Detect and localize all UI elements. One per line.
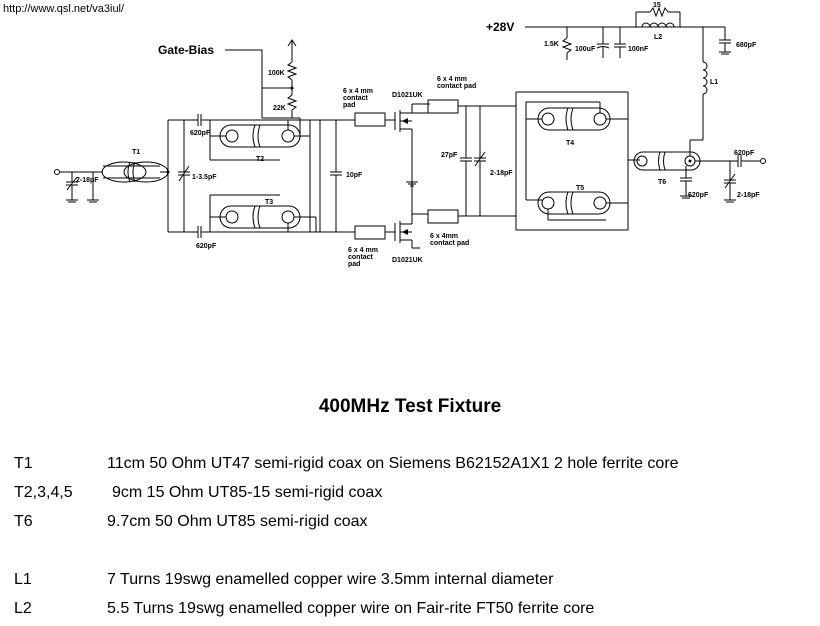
label-t4: T4 <box>566 140 574 147</box>
figure-title: 400MHz Test Fixture <box>318 396 502 417</box>
label-pad-bottom-right-1: 6 x 4mm <box>430 233 458 240</box>
spec-text: 9.7cm 50 Ohm UT85 semi-rigid coax <box>107 513 368 530</box>
label-2-18pf-mid: 2-18pF <box>490 170 513 177</box>
label-620pf-top: 620pF <box>190 130 211 137</box>
transformer-t3 <box>209 194 316 232</box>
cap-100uf <box>596 27 610 58</box>
spec-text: 9cm 15 Ohm UT85-15 semi-rigid coax <box>112 484 383 501</box>
resistor-100k <box>286 61 298 81</box>
contact-pad-bottom-right <box>427 209 459 224</box>
trimmer-cap-1-3-5pf <box>178 120 190 232</box>
supply-voltage-label: +28V <box>486 20 514 34</box>
label-pad-top-right-1: 6 x 4 mm <box>437 76 467 83</box>
transformer-t5 <box>526 191 611 221</box>
label-pad-bottom-left-3: pad <box>348 261 360 268</box>
label-pad-top-left-3: pad <box>343 102 355 109</box>
label-2-18pf-input: 2-18pF <box>76 177 99 184</box>
output-terminal <box>760 158 766 164</box>
label-10pf: 10pF <box>346 172 363 179</box>
spec-id: L2 <box>14 600 32 617</box>
label-t6: T6 <box>658 179 666 186</box>
label-2-18pf-output: 2-18pF <box>737 192 760 199</box>
trimmer-cap-2-18pf-mid <box>474 106 486 216</box>
contact-pad-top-left <box>354 112 386 127</box>
label-pad-top-left-2: contact <box>343 95 369 102</box>
cap-27pf <box>460 106 472 216</box>
label-d1021uk-top: D1021UK <box>392 92 423 99</box>
label-t3: T3 <box>265 199 273 206</box>
cap-620pf-top <box>197 114 202 126</box>
label-pad-top-left-1: 6 x 4 mm <box>343 88 373 95</box>
spec-id: T1 <box>14 455 33 472</box>
label-pad-bottom-left-2: contact <box>348 254 374 261</box>
label-15: 15 <box>653 2 661 9</box>
contact-pad-top-right <box>427 99 459 114</box>
schematic-diagram: Gate-Bias <box>54 2 766 268</box>
label-620pf-shunt: 620pF <box>688 192 709 199</box>
spec-id: T6 <box>14 513 33 530</box>
spec-id: T2,3,4,5 <box>14 484 73 501</box>
label-pad-bottom-right-2: contact pad <box>430 240 469 247</box>
label-27pf: 27pF <box>441 152 458 159</box>
label-680pf: 680pF <box>736 42 757 49</box>
cap-680pf <box>719 27 731 55</box>
label-l1: L1 <box>710 79 718 86</box>
resistor-15 <box>649 6 669 18</box>
trimmer-cap-input <box>66 172 78 203</box>
gate-bias-label: Gate-Bias <box>158 43 214 57</box>
label-l2: L2 <box>654 34 662 41</box>
label-100uf: 100uF <box>575 46 596 53</box>
contact-pad-bottom-left <box>354 225 386 240</box>
label-t5: T5 <box>576 185 584 192</box>
spec-id: L1 <box>14 571 32 588</box>
spec-text: 7 Turns 19swg enamelled copper wire 3.5m… <box>107 571 554 588</box>
mosfet-top <box>394 104 413 140</box>
label-d1021uk-bottom: D1021UK <box>392 257 423 264</box>
label-t1: T1 <box>132 149 140 156</box>
spec-text: 11cm 50 Ohm UT47 semi-rigid coax on Siem… <box>107 455 679 472</box>
transformer-t2 <box>209 120 310 161</box>
cap-620pf-bottom <box>197 226 202 238</box>
cap-620pf-shunt <box>680 166 692 199</box>
trimmer-cap-output <box>724 161 736 203</box>
transformer-t4 <box>525 101 611 200</box>
resistor-1-5k <box>561 27 573 60</box>
mosfet-bottom <box>394 214 413 248</box>
spec-text: 5.5 Turns 19swg enamelled copper wire on… <box>107 600 595 617</box>
label-22k: 22K <box>273 105 286 112</box>
inductor-l1 <box>702 61 708 95</box>
label-620pf-bottom: 620pF <box>196 243 217 250</box>
cap-10pf <box>330 120 342 232</box>
source-url: http://www.qsl.net/va3iul/ <box>3 3 125 15</box>
transformer-t1 <box>101 161 169 183</box>
label-100k: 100K <box>268 70 285 77</box>
label-620pf-output: 620pF <box>734 150 755 157</box>
cap-100nf <box>614 27 626 58</box>
label-pad-top-right-2: contact pad <box>437 83 476 90</box>
input-terminal <box>54 169 60 175</box>
label-1-3-5pf: 1-3.5pF <box>192 174 217 181</box>
label-1-5k: 1.5K <box>544 41 559 48</box>
inductor-l2 <box>641 22 675 28</box>
label-100nf: 100nF <box>628 46 649 53</box>
label-pad-bottom-left-1: 6 x 4 mm <box>348 247 378 254</box>
resistor-22k <box>286 94 298 111</box>
label-t2: T2 <box>256 156 264 163</box>
